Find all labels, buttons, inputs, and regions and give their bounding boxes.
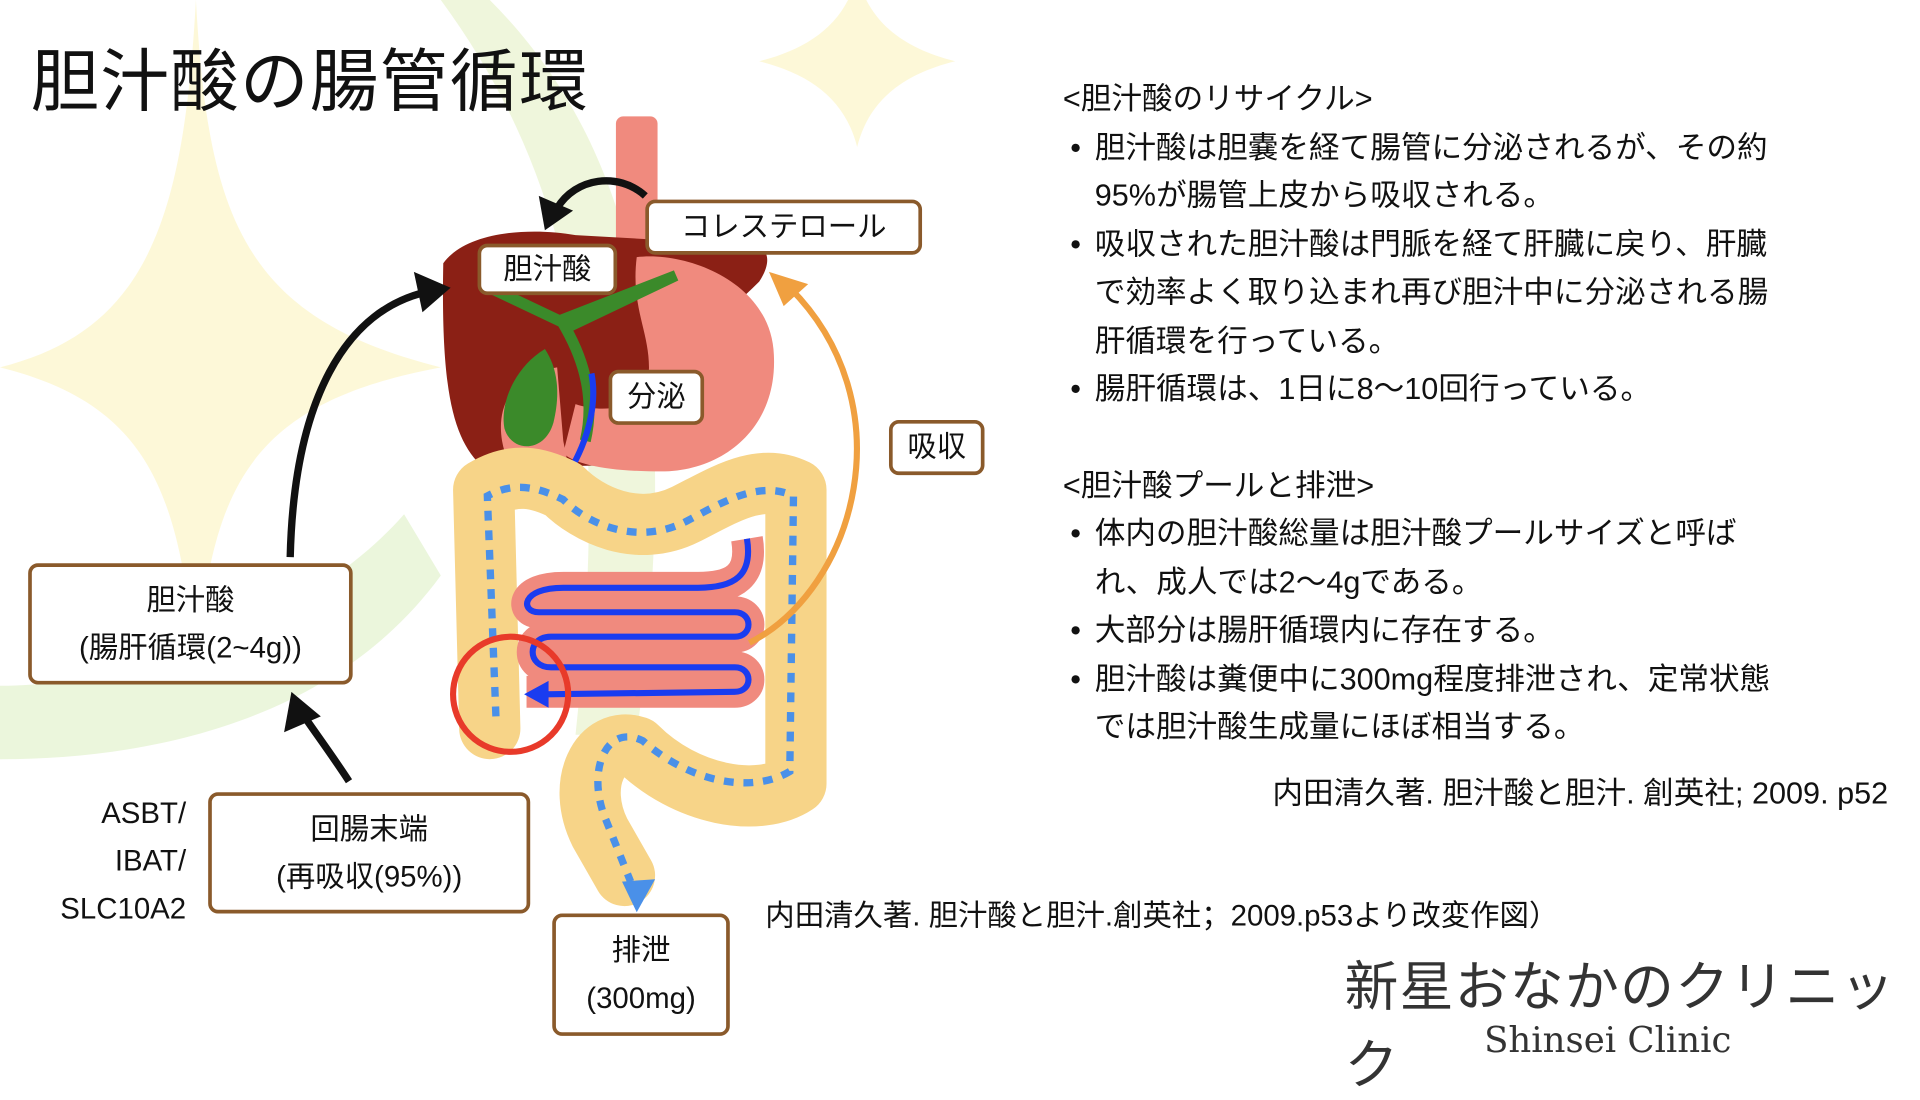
bullet-text: 体内の胆汁酸総量は胆汁酸プールサイズと呼ば — [1094, 516, 1737, 552]
section-recycle: <胆汁酸のリサイクル> •胆汁酸は胆嚢を経て腸管に分泌されるが、その約 95%が… — [1063, 76, 1896, 415]
section-pool: <胆汁酸プールと排泄> •体内の胆汁酸総量は胆汁酸プールサイズと呼ば れ、成人で… — [1063, 462, 1896, 752]
clinic-logo-ja: 新星おなかのクリニック — [1344, 957, 1896, 1096]
bullet-item: •大部分は腸肝循環内に存在する。 — [1070, 613, 1554, 648]
label-text: 回腸末端 — [310, 812, 428, 846]
gallbladder — [503, 348, 558, 447]
label-text: 胆汁酸 — [146, 583, 235, 617]
transporter-line: IBAT/ — [114, 844, 187, 878]
colon — [453, 447, 827, 907]
bullet-text: 大部分は腸肝循環内に存在する。 — [1094, 613, 1554, 648]
bullet-item: •胆汁酸は糞便中に300mg程度排泄され、定常状態 — [1070, 661, 1771, 697]
bullet-item: •吸収された胆汁酸は門脈を経て肝臓に戻り、肝臓 — [1070, 227, 1767, 262]
terminal-ileum-box: 回腸末端 (再吸収(95%)) — [208, 792, 531, 914]
cholesterol-arrow — [553, 177, 648, 211]
label-text: (腸肝循環(2~4g)) — [78, 631, 302, 665]
excretion-arrowhead — [622, 879, 656, 913]
excretion-box: 排泄 (300mg) — [552, 913, 730, 1036]
bullet-text: 腸肝循環は、1日に8〜10回行っている。 — [1094, 372, 1652, 407]
intestinal-flow-line — [524, 538, 752, 698]
label-text: 分泌 — [626, 380, 686, 414]
bullet-text: 胆汁酸は胆嚢を経て腸管に分泌されるが、その約 — [1094, 130, 1768, 165]
terminal-ileum-highlight — [450, 633, 572, 755]
transporter-line: SLC10A2 — [60, 892, 187, 926]
bullet-text: 95%が腸管上皮から吸収される。 — [1094, 178, 1554, 214]
bullet-item: •体内の胆汁酸総量は胆汁酸プールサイズと呼ば — [1070, 516, 1737, 552]
citation: 内田清久著. 胆汁酸と胆汁. 創英社; 2009. p52 — [1272, 776, 1889, 811]
cholesterol-label: コレステロール — [645, 199, 923, 255]
bile-acid-pool-box: 胆汁酸 (腸肝循環(2~4g)) — [28, 563, 353, 685]
label-text: 胆汁酸 — [503, 252, 592, 286]
figure-source: 内田清久著. 胆汁酸と胆汁.創英社；2009.p53より改変作図） — [765, 900, 1559, 934]
label-text: (再吸収(95%)) — [276, 860, 463, 894]
colon-flow-dotted — [483, 483, 798, 884]
bullet-text: 吸収された胆汁酸は門脈を経て肝臓に戻り、肝臓 — [1094, 227, 1767, 262]
bullet-text: 肝循環を行っている。 — [1094, 323, 1400, 359]
section-heading: <胆汁酸プールと排泄> — [1062, 468, 1375, 503]
secretion-label: 分泌 — [608, 369, 705, 425]
clinic-logo-en: Shinsei Clinic — [1484, 1018, 1732, 1061]
explanation-text: <胆汁酸のリサイクル> •胆汁酸は胆嚢を経て腸管に分泌されるが、その約 95%が… — [1063, 76, 1896, 753]
bullet-text: では胆汁酸生成量にほぼ相当する。 — [1094, 710, 1585, 745]
transporter-line: ASBT/ — [101, 797, 187, 831]
portal-return-arrow — [286, 286, 436, 558]
absorption-label: 吸収 — [888, 420, 985, 476]
label-text: (300mg) — [586, 982, 696, 1016]
section-heading: <胆汁酸のリサイクル> — [1062, 82, 1373, 117]
bullet-item: •胆汁酸は胆嚢を経て腸管に分泌されるが、その約 — [1070, 130, 1768, 165]
bullet-text: で効率よく取り込まれ再び胆汁中に分泌される腸 — [1094, 275, 1769, 310]
transporter-label: ASBT/ IBAT/ SLC10A2 — [24, 790, 186, 933]
page-title: 胆汁酸の腸管循環 — [30, 42, 589, 121]
label-text: 吸収 — [907, 431, 967, 465]
bullet-item: •腸肝循環は、1日に8〜10回行っている。 — [1070, 372, 1652, 407]
ileum-arrowhead — [524, 680, 549, 708]
bullet-text: 胆汁酸は糞便中に300mg程度排泄され、定常状態 — [1094, 661, 1771, 697]
bile-acid-liver-label: 胆汁酸 — [477, 243, 618, 296]
label-text: 排泄 — [611, 934, 671, 968]
absorption-arrow — [747, 285, 860, 646]
bullet-text: れ、成人では2〜4gである。 — [1094, 565, 1483, 600]
label-text: コレステロール — [680, 210, 887, 244]
